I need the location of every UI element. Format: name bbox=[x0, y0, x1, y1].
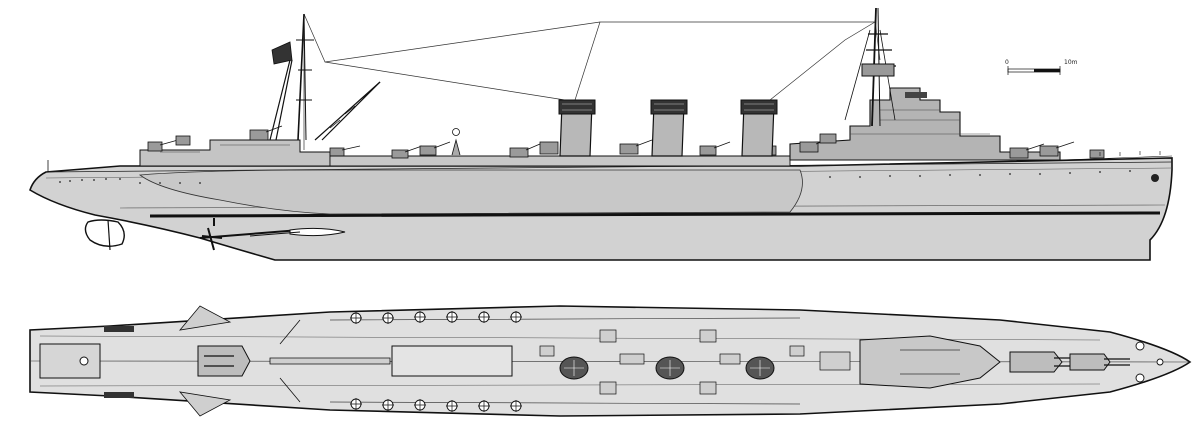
side-elevation: 0 10m bbox=[29, 7, 1173, 261]
forward-turret-2 bbox=[1069, 353, 1130, 371]
forward-gun-mounts bbox=[799, 133, 1105, 159]
propeller bbox=[201, 218, 223, 251]
stern-deckhouse bbox=[39, 343, 101, 379]
plan-view bbox=[29, 305, 1192, 417]
scale-start-label: 0 bbox=[1005, 59, 1009, 66]
bridge-windows bbox=[905, 92, 927, 98]
midship-hatch bbox=[391, 345, 513, 377]
mainmast-light-tower bbox=[451, 138, 461, 156]
scale-end-label: 10m bbox=[1064, 59, 1078, 66]
aft-boat-port bbox=[104, 326, 134, 332]
forward-superstructure bbox=[789, 87, 1061, 161]
rudder bbox=[84, 219, 125, 247]
funnel-1 bbox=[558, 99, 596, 157]
catapult-rail bbox=[269, 357, 391, 365]
funnel-2 bbox=[650, 99, 688, 157]
crane-boom bbox=[314, 81, 381, 141]
bridge-plan bbox=[859, 335, 1001, 389]
rigging-wires bbox=[303, 13, 881, 150]
anchor-hawse bbox=[1151, 174, 1159, 182]
side-blister bbox=[138, 169, 803, 215]
fire-control-top bbox=[861, 63, 895, 77]
main-mast bbox=[269, 13, 314, 141]
scale-bar: 0 10m bbox=[1005, 59, 1078, 75]
waterline-stripe bbox=[149, 211, 1161, 218]
aft-turret bbox=[197, 345, 251, 377]
deck-fittings bbox=[539, 329, 851, 395]
aft-boat-starboard bbox=[104, 392, 134, 398]
portholes bbox=[59, 170, 1131, 184]
aft-gun-mounts bbox=[147, 125, 361, 158]
bow-anchors bbox=[1135, 341, 1164, 383]
ensign-flag bbox=[271, 41, 293, 65]
aft-superstructure bbox=[139, 139, 331, 167]
funnel-3 bbox=[740, 99, 778, 157]
